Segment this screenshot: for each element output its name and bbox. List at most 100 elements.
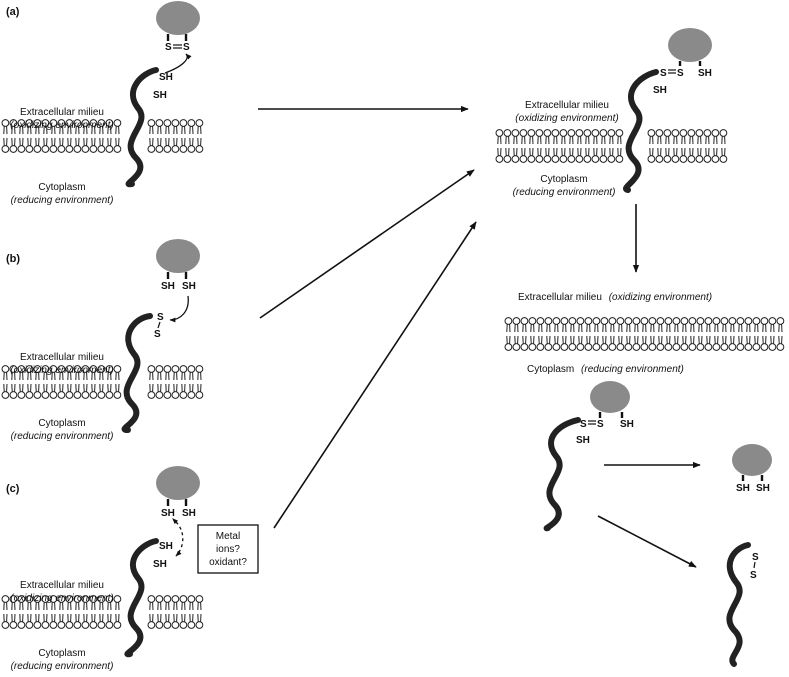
disulfide-bond-b bbox=[157, 321, 161, 329]
lipid-tail bbox=[181, 602, 186, 611]
lipid-head bbox=[81, 145, 90, 153]
lipid-head bbox=[105, 365, 114, 373]
lipid-tail bbox=[626, 324, 631, 333]
lipid-tail bbox=[11, 613, 16, 622]
lipid-head bbox=[9, 595, 18, 603]
lipid-head bbox=[41, 391, 50, 399]
lipid-head bbox=[163, 365, 172, 373]
lipid-tail bbox=[554, 324, 559, 333]
lipid-head bbox=[568, 317, 577, 325]
lipid-head bbox=[195, 119, 204, 127]
chain-b-s1: S bbox=[157, 312, 164, 323]
lipid-head bbox=[679, 155, 688, 163]
lipid-tail bbox=[665, 136, 670, 145]
lipid-head bbox=[535, 129, 544, 137]
lipid-head bbox=[9, 119, 18, 127]
lipid-head bbox=[672, 343, 681, 351]
lipid-head bbox=[195, 595, 204, 603]
arrow-b-to-result bbox=[259, 169, 475, 319]
lipid-tail bbox=[35, 372, 40, 381]
protein-c-sh2: SH bbox=[182, 508, 196, 519]
lipid-head bbox=[1, 391, 10, 399]
lipid-head bbox=[1, 595, 10, 603]
lipid-tail bbox=[91, 602, 96, 611]
lipid-tail bbox=[115, 602, 120, 611]
lipid-tail bbox=[99, 613, 104, 622]
lipid-head bbox=[504, 317, 513, 325]
lipid-head bbox=[600, 317, 609, 325]
lipid-head bbox=[688, 317, 697, 325]
transmembrane-chain-a bbox=[125, 67, 159, 188]
lipid-head bbox=[105, 119, 114, 127]
lipid-head bbox=[592, 343, 601, 351]
lipid-tail bbox=[690, 335, 695, 344]
lipid-head bbox=[768, 343, 777, 351]
lipid-tail bbox=[107, 372, 112, 381]
lipid-head bbox=[608, 343, 617, 351]
lipid-tail bbox=[67, 613, 72, 622]
chain-c-sh2: SH bbox=[153, 559, 167, 570]
lipid-tail bbox=[67, 137, 72, 146]
lipid-head bbox=[89, 621, 98, 629]
lipid-head bbox=[760, 317, 769, 325]
lipid-tail bbox=[514, 335, 519, 344]
lipid-tail bbox=[570, 324, 575, 333]
lipid-tail bbox=[521, 147, 526, 156]
lipid-tail bbox=[27, 126, 32, 135]
lipid-head bbox=[576, 317, 585, 325]
lipid-head bbox=[544, 317, 553, 325]
lipid-head bbox=[171, 391, 180, 399]
lipid-head bbox=[672, 317, 681, 325]
lipid-tail bbox=[197, 137, 202, 146]
lipid-head bbox=[113, 621, 122, 629]
reformed-disulfide bbox=[753, 561, 756, 569]
lipid-tail bbox=[11, 372, 16, 381]
lipid-tail bbox=[657, 147, 662, 156]
lipid-tail bbox=[713, 136, 718, 145]
lipid-tail bbox=[562, 335, 567, 344]
lipid-head bbox=[583, 155, 592, 163]
lipid-tail bbox=[165, 372, 170, 381]
lipid-tail bbox=[43, 126, 48, 135]
lipid-head bbox=[163, 119, 172, 127]
lipid-head bbox=[81, 621, 90, 629]
membrane-result-right bbox=[647, 129, 728, 163]
lipid-head bbox=[568, 343, 577, 351]
lipid-head bbox=[544, 343, 553, 351]
lipid-head bbox=[25, 621, 34, 629]
lipid-tail bbox=[189, 383, 194, 392]
protein-b-sh1: SH bbox=[161, 281, 175, 292]
lipid-head bbox=[179, 621, 188, 629]
lipid-tail bbox=[514, 324, 519, 333]
lipid-tail bbox=[91, 383, 96, 392]
lipid-head bbox=[624, 343, 633, 351]
lipid-head bbox=[567, 155, 576, 163]
lipid-head bbox=[752, 317, 761, 325]
lipid-head bbox=[195, 621, 204, 629]
lipid-head bbox=[584, 343, 593, 351]
lipid-head bbox=[656, 343, 665, 351]
lipid-tail bbox=[115, 126, 120, 135]
lipid-head bbox=[155, 595, 164, 603]
lipid-head bbox=[73, 119, 82, 127]
transmembrane-chain-b bbox=[121, 313, 153, 433]
lipid-head bbox=[647, 155, 656, 163]
result-milieu-label: Extracellular milieu bbox=[525, 100, 609, 111]
lipid-head bbox=[680, 343, 689, 351]
cyto-env-label-a: (reducing environment) bbox=[11, 195, 114, 206]
lipid-head bbox=[25, 595, 34, 603]
lipid-head bbox=[105, 145, 114, 153]
lipid-tail bbox=[149, 126, 154, 135]
lipid-head bbox=[33, 391, 42, 399]
panel-label-a: (a) bbox=[6, 6, 20, 18]
lipid-head bbox=[503, 155, 512, 163]
lipid-tail bbox=[83, 602, 88, 611]
internalized-chain bbox=[543, 417, 581, 532]
protein-result bbox=[668, 28, 712, 62]
lipid-head bbox=[179, 391, 188, 399]
lipid-tail bbox=[649, 136, 654, 145]
lipid-tail bbox=[658, 335, 663, 344]
lipid-tail bbox=[585, 147, 590, 156]
lipid-tail bbox=[577, 136, 582, 145]
lipid-tail bbox=[666, 335, 671, 344]
